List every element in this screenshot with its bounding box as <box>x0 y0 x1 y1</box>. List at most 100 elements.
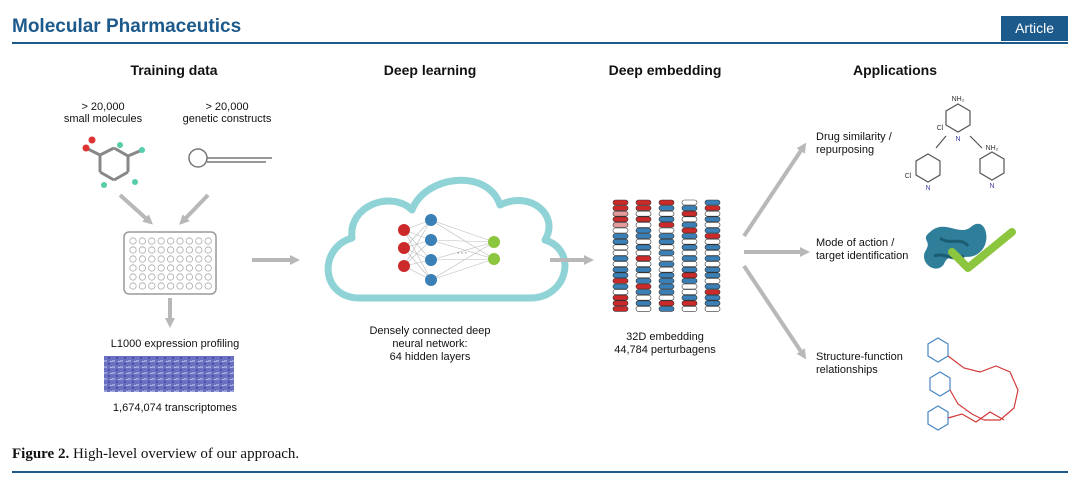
embedding-cell <box>658 283 675 290</box>
plate-well <box>157 246 165 254</box>
plate-well <box>204 246 212 254</box>
embedding-cell <box>681 205 698 211</box>
plate-well <box>167 264 175 272</box>
embedding-cell <box>704 300 721 307</box>
footer-rule <box>12 471 1068 473</box>
embedding-cell <box>681 294 698 301</box>
embedding-cell <box>704 306 721 312</box>
plate-well <box>167 273 175 281</box>
plate-well <box>138 282 146 290</box>
output-node <box>488 253 500 265</box>
plate-well <box>129 255 137 263</box>
embedding-cell <box>612 250 629 256</box>
plate-well <box>204 237 212 245</box>
embedding-cell <box>612 294 629 301</box>
well-plate-icon <box>123 231 217 295</box>
plate-well <box>167 255 175 263</box>
embedding-cell <box>704 233 721 239</box>
plate-well <box>148 264 156 272</box>
embedding-cell <box>704 255 721 262</box>
output-node <box>488 236 500 248</box>
plate-well <box>148 246 156 254</box>
expression-heatmap <box>104 356 234 392</box>
embedding-cell <box>681 233 698 239</box>
plate-well <box>157 282 165 290</box>
embedding-cell <box>635 289 652 295</box>
embedding-cell <box>704 216 721 223</box>
embedding-cell <box>658 272 675 279</box>
embedding-cell <box>612 199 629 206</box>
embedding-cell <box>681 272 698 279</box>
network-label-line1: Densely connected deep <box>369 325 491 337</box>
molecules-label: small molecules <box>63 113 143 125</box>
network-edge <box>403 219 432 267</box>
checkmark-icon <box>948 228 1016 272</box>
cloud-icon <box>324 177 569 302</box>
hidden-node <box>425 254 437 266</box>
structure-function-molecule-icon <box>927 337 1019 431</box>
mol-label-cl-top: Cl <box>937 125 944 132</box>
journal-header: Molecular Pharmaceutics Article <box>0 0 1080 42</box>
embedding-cell <box>658 289 675 295</box>
embedding-cell <box>681 199 698 206</box>
hidden-node <box>425 214 437 226</box>
network-edge <box>403 239 432 267</box>
plate-well <box>185 237 193 245</box>
embedding-cell <box>612 233 629 239</box>
plate-well <box>185 264 193 272</box>
app-drug-similarity-line2: repurposing <box>816 144 875 156</box>
embedding-cell <box>612 272 629 279</box>
plate-well <box>195 255 203 263</box>
embedding-cell <box>658 244 675 251</box>
embedding-cell <box>612 278 629 284</box>
embedding-cell <box>658 199 675 206</box>
embedding-cell <box>658 233 675 239</box>
embedding-cell <box>681 250 698 256</box>
genetic-construct-icon <box>188 148 272 168</box>
constructs-count: > 20,000 <box>205 101 249 113</box>
embedding-cell <box>681 278 698 284</box>
mol-label-cl-left: Cl <box>905 173 912 180</box>
heading-deep-embedding: Deep embedding <box>608 62 722 78</box>
plate-well <box>157 255 165 263</box>
mol-label-nh2-right: NH₂ <box>986 145 999 152</box>
network-edge <box>430 219 495 243</box>
network-edge <box>403 247 432 281</box>
network-edge <box>430 241 495 281</box>
embedding-cell <box>612 244 629 251</box>
mol-label-nh2-top: NH₂ <box>952 96 965 103</box>
mol-label-n-left: N <box>925 185 930 192</box>
app-mode-of-action-line2: target identification <box>816 250 909 262</box>
network-label-line2: neural network: <box>392 338 468 350</box>
embedding-cell <box>635 216 652 223</box>
input-node <box>398 260 410 272</box>
plate-well <box>185 255 193 263</box>
arrow-molecules-to-plate <box>118 193 153 225</box>
hidden-node <box>425 234 437 246</box>
embedding-cell <box>658 300 675 307</box>
plate-well <box>129 273 137 281</box>
embedding-cell <box>704 278 721 284</box>
plate-well <box>185 273 193 281</box>
embedding-cell <box>658 255 675 262</box>
embedding-cell <box>658 266 675 273</box>
plate-well <box>138 273 146 281</box>
embedding-cell <box>704 227 721 234</box>
plate-well <box>204 255 212 263</box>
embedding-cell <box>681 210 698 217</box>
embedding-cell <box>704 261 721 267</box>
embedding-cell <box>681 244 698 251</box>
profiling-label: L1000 expression profiling <box>110 338 240 350</box>
app-structure-function-line1: Structure-function <box>816 351 903 363</box>
app-drug-similarity-line1: Drug similarity / <box>816 131 892 143</box>
arrow-to-structure-function <box>742 264 807 360</box>
plate-well <box>176 273 184 281</box>
hidden-node <box>425 274 437 286</box>
plate-well <box>167 282 175 290</box>
plate-well <box>129 282 137 290</box>
network-edge <box>430 239 495 260</box>
heading-applications: Applications <box>852 62 937 78</box>
plate-well <box>129 246 137 254</box>
embedding-cell <box>635 255 652 262</box>
